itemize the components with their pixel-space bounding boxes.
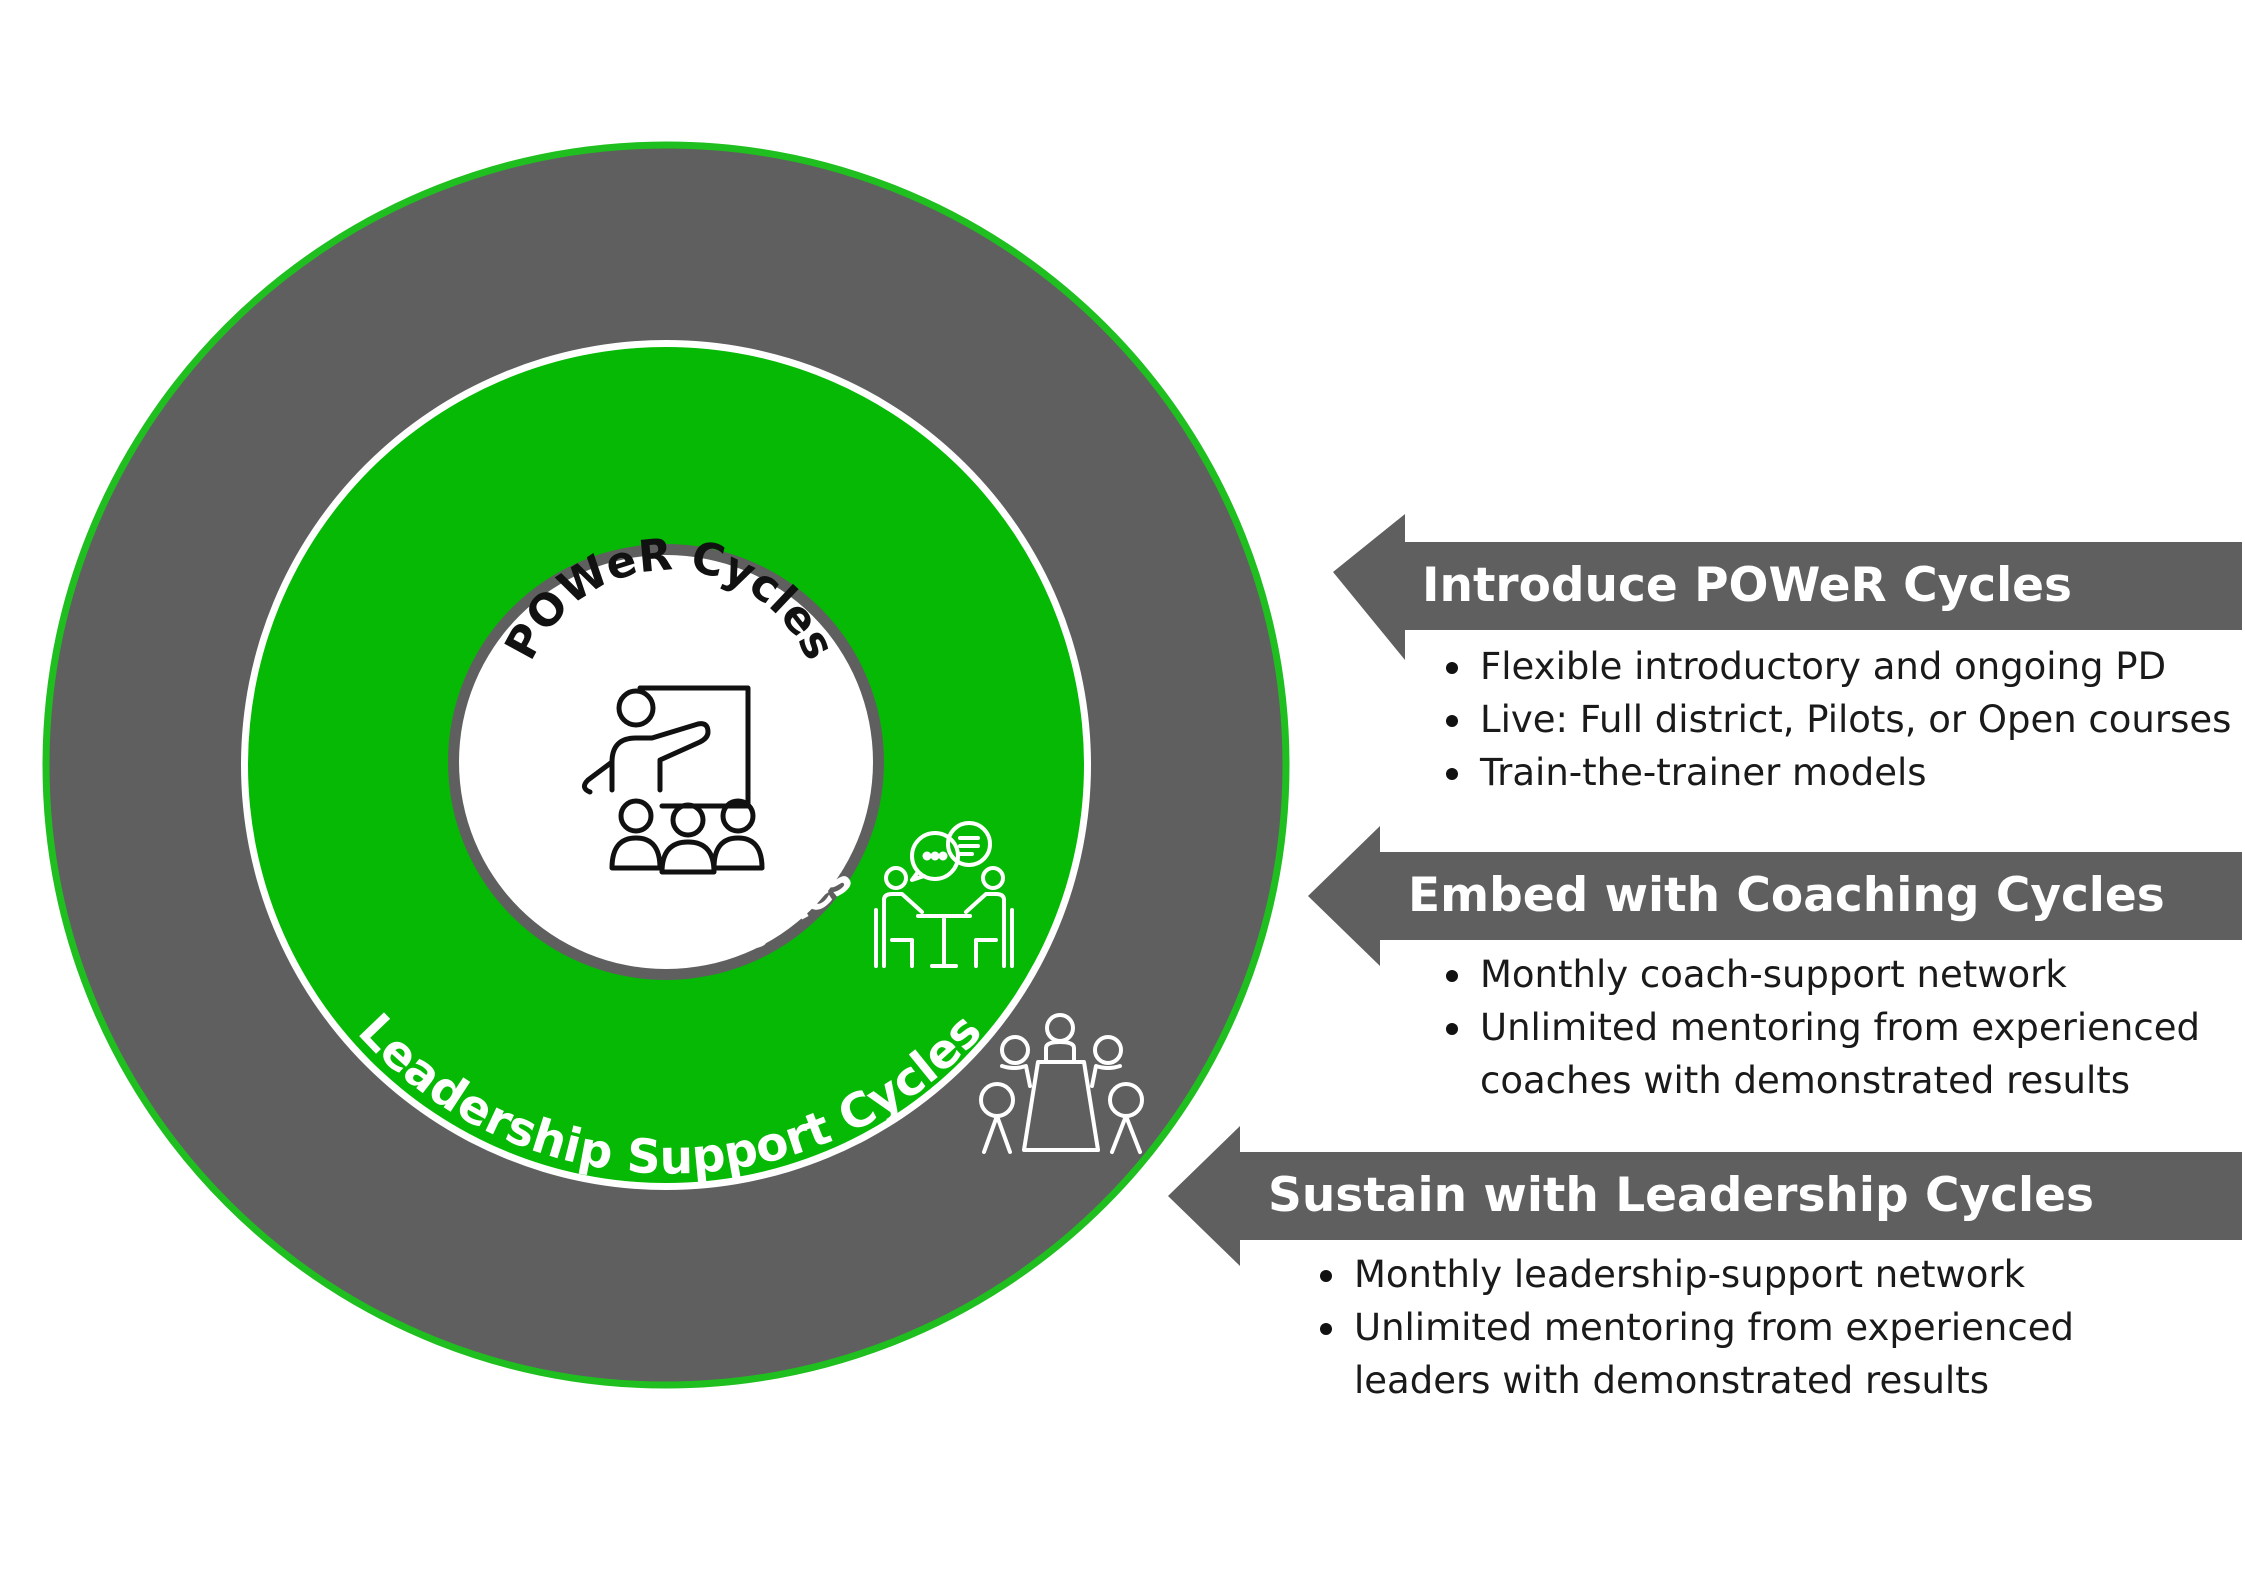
center-circle	[459, 555, 873, 969]
bullet-item: Live: Full district, Pilots, or Open cou…	[1440, 693, 2231, 746]
section-title-sustain: Sustain with Leadership Cycles	[1268, 1168, 2094, 1223]
coaching-conversation-icon	[874, 821, 1014, 968]
section-bullets-sustain: Monthly leadership-support network Unlim…	[1314, 1248, 2074, 1407]
bullet-item: Unlimited mentoring from experienced	[1314, 1301, 2074, 1354]
section-bullets-introduce: Flexible introductory and ongoing PD Liv…	[1440, 640, 2231, 799]
arrow-embed	[1308, 826, 2242, 966]
section-bullets-embed: Monthly coach-support network Unlimited …	[1440, 948, 2200, 1107]
section-title-introduce: Introduce POWeR Cycles	[1422, 558, 2073, 613]
bullet-item: Monthly coach-support network	[1440, 948, 2200, 1001]
presenter-teaching-group-icon	[582, 685, 765, 875]
leadership-meeting-table-icon	[979, 1013, 1144, 1154]
bullet-item: Train-the-trainer models	[1440, 746, 2231, 799]
arrow-sustain	[1168, 1126, 2242, 1266]
section-title-embed: Embed with Coaching Cycles	[1408, 868, 2165, 923]
bullet-item: leaders with demonstrated results	[1354, 1359, 1989, 1402]
bullet-item: Unlimited mentoring from experienced	[1440, 1001, 2200, 1054]
bullet-item: Monthly leadership-support network	[1314, 1248, 2074, 1301]
bullet-item: coaches with demonstrated results	[1480, 1059, 2131, 1102]
bullet-item: Flexible introductory and ongoing PD	[1440, 640, 2231, 693]
arrow-introduce	[1333, 514, 2242, 660]
